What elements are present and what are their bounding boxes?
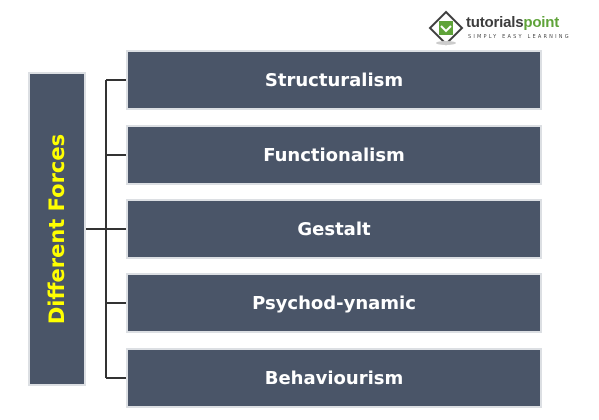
item-box-structuralism: Structuralism [126, 50, 542, 110]
item-box-behaviourism: Behaviourism [126, 348, 542, 408]
item-label: Gestalt [297, 218, 371, 240]
item-label: Psychod-ynamic [252, 292, 416, 314]
item-box-gestalt: Gestalt [126, 199, 542, 259]
logo-wordmark: tutorialspoint [466, 14, 559, 31]
logo-mark-icon [428, 10, 464, 46]
root-label: Different Forces [45, 133, 70, 325]
root-box-different-forces: Different Forces [28, 72, 86, 386]
logo-word-part2: point [523, 14, 560, 31]
logo-word-part1: tutorials [466, 14, 524, 31]
item-box-functionalism: Functionalism [126, 125, 542, 185]
item-label: Behaviourism [264, 367, 404, 389]
item-label: Structuralism [264, 69, 404, 91]
logo-tagline: SIMPLY EASY LEARNING [468, 34, 571, 40]
tutorialspoint-logo: tutorialspoint SIMPLY EASY LEARNING [428, 8, 578, 48]
item-box-psychodynamic: Psychod-ynamic [126, 273, 542, 333]
item-label: Functionalism [263, 144, 405, 166]
